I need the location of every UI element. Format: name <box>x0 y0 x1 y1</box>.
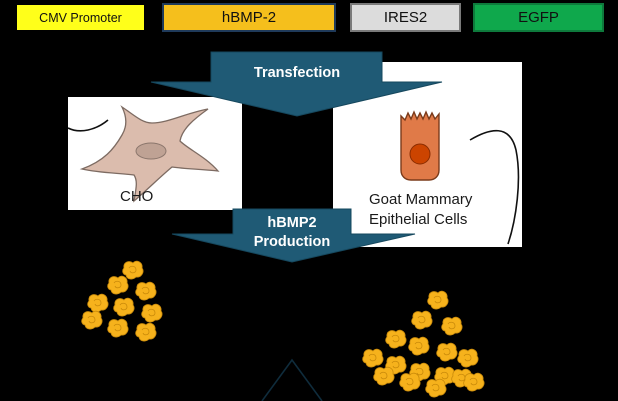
production-arrow-icon <box>171 208 416 263</box>
protein-blob-icon <box>425 378 447 398</box>
goat-label-line1: Goat Mammary <box>369 191 473 208</box>
protein-blob-icon <box>441 316 463 336</box>
goat-label-line2: Epithelial Cells <box>369 211 468 228</box>
protein-blob-icon <box>373 366 395 386</box>
transfection-arrow-icon <box>150 51 443 117</box>
transfection-label: Transfection <box>253 65 341 81</box>
protein-blob-icon <box>135 281 157 301</box>
protein-blob-icon <box>408 336 430 356</box>
protein-blob-icon <box>457 348 479 368</box>
protein-blob-icon <box>141 303 163 323</box>
goat-mammary-label: Goat Mammary Epithelial Cells <box>369 190 472 230</box>
protein-blob-icon <box>135 322 157 342</box>
epithelial-cell-icon <box>400 110 440 181</box>
protein-blob-icon <box>463 372 485 392</box>
protein-blob-icon <box>362 348 384 368</box>
egfp-box: EGFP <box>473 3 604 32</box>
protein-blob-icon <box>81 310 103 330</box>
protein-blob-icon <box>122 260 144 280</box>
protein-blob-icon <box>411 310 433 330</box>
production-label-line2: Production <box>253 234 331 250</box>
production-label-line1: hBMP2 <box>267 215 317 231</box>
protein-blob-icon <box>107 318 129 338</box>
protein-blob-icon <box>427 290 449 310</box>
hbmp2-gene-box: hBMP-2 <box>162 3 336 32</box>
triangle-outline-icon <box>261 358 323 401</box>
fibroblast-cell-icon <box>79 105 220 203</box>
protein-blob-icon <box>436 342 458 362</box>
cho-label: CHO <box>120 188 154 205</box>
cho-connector-curve <box>67 119 109 132</box>
cho-cell-panel: CHO <box>68 97 242 210</box>
ires2-box: IRES2 <box>350 3 461 32</box>
protein-clusters <box>81 260 485 398</box>
goat-connector-curve <box>469 129 520 245</box>
protein-blob-icon <box>399 372 421 392</box>
protein-blob-icon <box>87 293 109 313</box>
protein-blob-icon <box>385 329 407 349</box>
protein-blob-icon <box>107 275 129 295</box>
cmv-promoter-box: CMV Promoter <box>15 3 146 32</box>
protein-blob-icon <box>113 297 135 317</box>
